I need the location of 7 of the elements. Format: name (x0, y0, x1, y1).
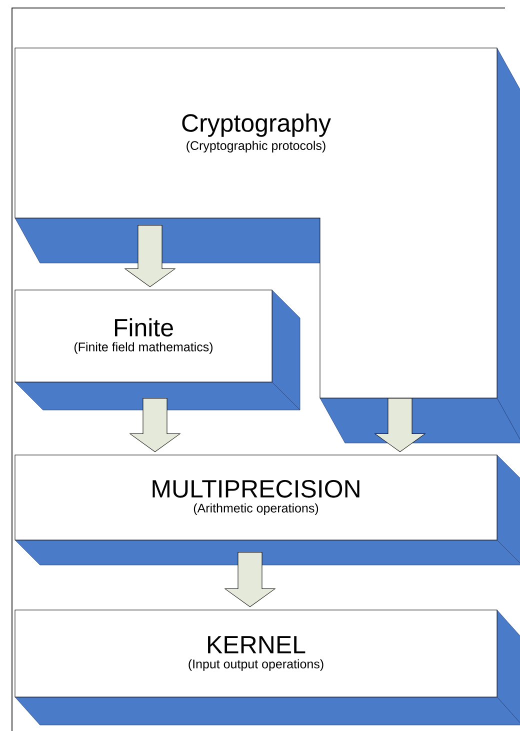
layer-box: MULTIPRECISION (Arithmetic operations) (14, 454, 520, 566)
layer-box: KERNEL (Input output operations) (14, 610, 520, 726)
layer-box: Finite (Finite field mathematics) (14, 290, 300, 410)
block-arrow (224, 552, 276, 608)
block-arrow (374, 398, 426, 452)
block-arrow (130, 398, 180, 452)
block-arrow (124, 224, 176, 288)
